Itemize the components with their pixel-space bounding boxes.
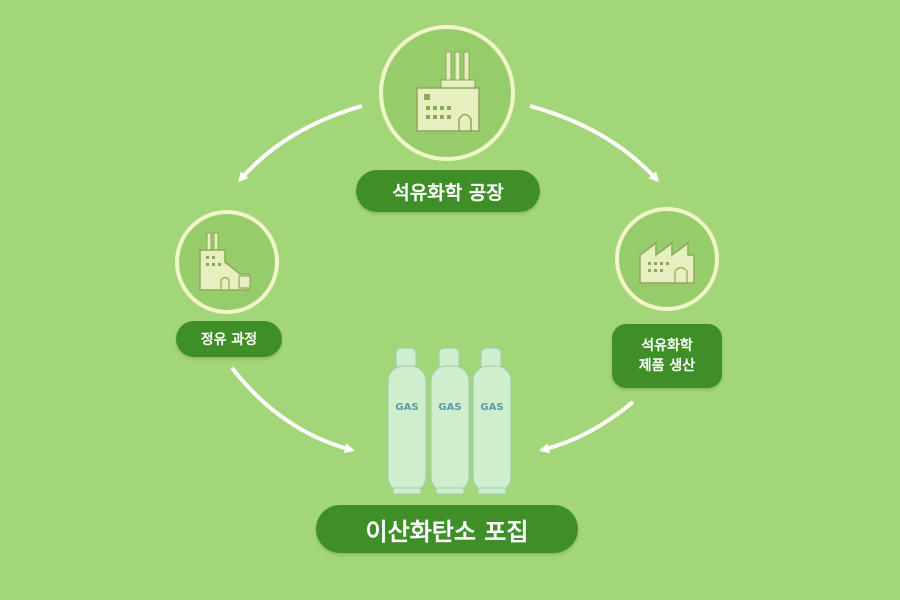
node-label-carbon-capture: 이산화탄소 포집 [316,505,578,553]
node-label-line-2: 제품 생산 [638,358,696,374]
cylinder-label-1: GAS [395,402,418,413]
factory-smokestacks-icon [379,25,515,161]
cylinder-label-3: GAS [480,402,503,413]
node-label-text: 석유화학 공장 [392,181,504,204]
node-label-line-1: 석유화학 [641,338,693,354]
cylinder-label-2: GAS [438,402,461,413]
arrow-left-to-bottom [230,366,355,454]
node-label-refining-process: 정유 과정 [176,321,282,357]
gas-cylinder: GAS [472,347,512,495]
arrow-top-to-right [529,104,660,183]
gas-cylinder: GAS [387,347,427,495]
gas-cylinder: GAS [430,347,470,495]
gas-cylinders-icon: GAS GAS GAS [387,347,512,495]
node-label-product-production: 석유화학 제품 생산 [612,324,722,388]
node-label-text: 이산화탄소 포집 [365,517,529,546]
node-label-petrochemical-plant: 석유화학 공장 [356,170,540,212]
sawtooth-factory-icon [615,207,719,311]
node-label-text: 정유 과정 [200,332,258,348]
arrow-top-to-left [238,104,363,183]
arrow-right-to-bottom [539,400,635,454]
refinery-icon [175,210,279,314]
